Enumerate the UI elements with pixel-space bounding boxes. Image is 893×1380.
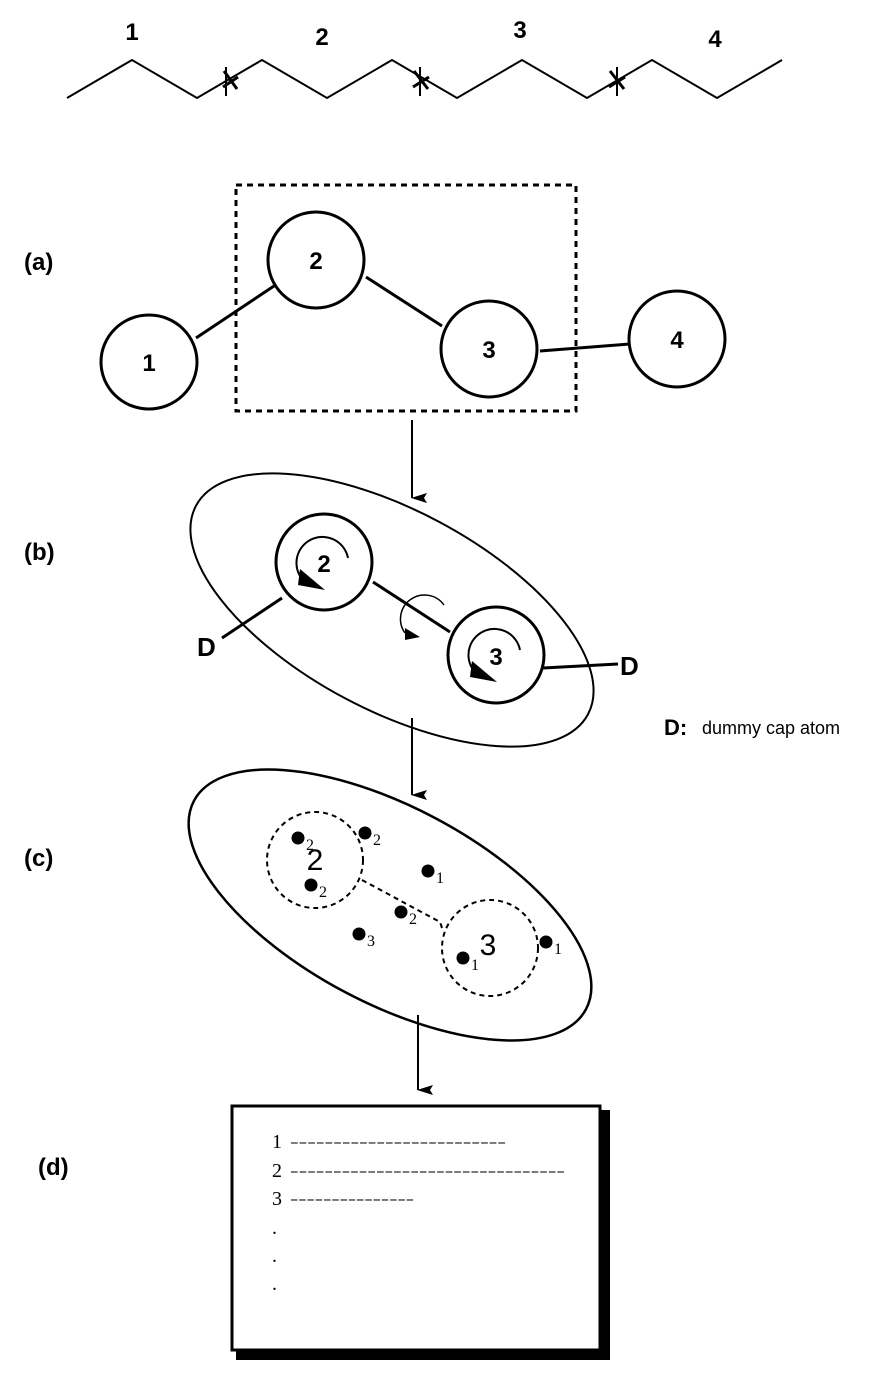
panel-d: (d) 1 ------------------------- 2 ------…: [38, 1104, 610, 1360]
legend-text: dummy cap atom: [702, 718, 840, 738]
output-line-2: 2 --------------------------------: [272, 1160, 566, 1182]
output-card: [230, 1104, 602, 1352]
atom-subscript: 1: [436, 870, 444, 887]
ellipsis-dot: .: [272, 1217, 277, 1239]
panel-label-d: (d): [38, 1154, 69, 1181]
segment-label-3: 3: [513, 17, 526, 44]
bond-3-4: [539, 342, 631, 353]
atom-dot: [358, 826, 372, 840]
atom-dot: [304, 878, 318, 892]
cap-atom-right: D: [620, 651, 639, 681]
alkyl-chain: 1 2 3 4: [66, 17, 783, 100]
node-label-2-b: 2: [317, 551, 330, 578]
fragment-envelope-c: [187, 768, 593, 1042]
node-label-3-b: 3: [489, 644, 502, 671]
atom-subscript: 1: [471, 957, 479, 974]
output-line-1: 1 -------------------------: [272, 1131, 507, 1153]
panel-label-a: (a): [24, 249, 53, 276]
atom-point: 2: [291, 831, 314, 854]
node-label-1: 1: [142, 350, 155, 377]
legend: D: dummy cap atom: [664, 715, 840, 740]
atom-subscript: 1: [554, 941, 562, 958]
bond-2-3-b: [372, 580, 451, 634]
group-circle-2: [266, 811, 364, 909]
atom-point: 2: [394, 905, 417, 928]
node-4: [627, 289, 727, 389]
atom-point: 2: [358, 826, 381, 849]
output-line-dashes: ---------------: [290, 1192, 415, 1207]
cut-marker-3: [608, 67, 626, 96]
atom-subscript: 2: [409, 911, 417, 928]
atom-point: 1: [539, 935, 562, 958]
panel-b: (b) 2 3 D D: [24, 472, 639, 748]
atom-dot: [352, 927, 366, 941]
atom-subscript: 3: [367, 933, 375, 950]
selection-box: [234, 183, 578, 413]
output-line-3: 3 ---------------: [272, 1188, 415, 1210]
atom-dot: [291, 831, 305, 845]
atom-dot: [394, 905, 408, 919]
atom-subscript: 2: [319, 884, 327, 901]
atom-point: 1: [456, 951, 479, 974]
bond-2-3: [365, 275, 443, 328]
cap-atom-left: D: [197, 632, 216, 662]
output-line-number: 3: [272, 1188, 282, 1210]
atom-point: 1: [421, 864, 444, 887]
atom-point: 2: [304, 878, 327, 901]
atom-dot: [421, 864, 435, 878]
node-label-2: 2: [309, 248, 322, 275]
ellipsis-dot: .: [272, 1245, 277, 1267]
node-label-4: 4: [670, 327, 684, 354]
rotation-arrow-icon: [295, 535, 349, 590]
legend-symbol: D:: [664, 715, 687, 740]
cap-bond-left: [221, 596, 283, 640]
rotation-arrow-icon: [467, 627, 521, 682]
bond-1-2: [195, 282, 278, 340]
fragment-envelope-b: [189, 472, 595, 748]
node-2: [266, 210, 366, 310]
node-3-b: [446, 605, 546, 705]
torsion-arrow-icon: [399, 594, 445, 640]
panel-label-c: (c): [24, 845, 53, 872]
segment-label-2: 2: [315, 24, 328, 51]
segment-label-1: 1: [125, 19, 138, 46]
panel-a: (a) 1 2 3 4: [24, 183, 727, 413]
cap-bond-right: [542, 662, 619, 670]
atom-dot: [456, 951, 470, 965]
panel-label-b: (b): [24, 539, 55, 566]
output-line-number: 1: [272, 1131, 282, 1153]
node-1: [99, 313, 199, 411]
output-line-dashes: --------------------------------: [290, 1164, 566, 1179]
output-line-dashes: -------------------------: [290, 1135, 507, 1150]
ellipsis-dot: .: [272, 1273, 277, 1295]
segment-label-4: 4: [708, 26, 722, 53]
atom-point: 3: [352, 927, 375, 950]
output-line-number: 2: [272, 1160, 282, 1182]
atom-subscript: 2: [373, 832, 381, 849]
node-2-b: [274, 512, 374, 612]
node-label-3: 3: [482, 337, 495, 364]
group-label-2: 2: [307, 844, 324, 877]
atom-dot: [539, 935, 553, 949]
group-link: [361, 879, 443, 929]
atom-subscript: 2: [306, 837, 314, 854]
node-3: [439, 299, 539, 399]
cut-marker-2: [412, 67, 430, 96]
cut-marker-1: [222, 67, 239, 96]
group-label-3: 3: [480, 929, 497, 962]
group-circle-3: [441, 899, 539, 997]
